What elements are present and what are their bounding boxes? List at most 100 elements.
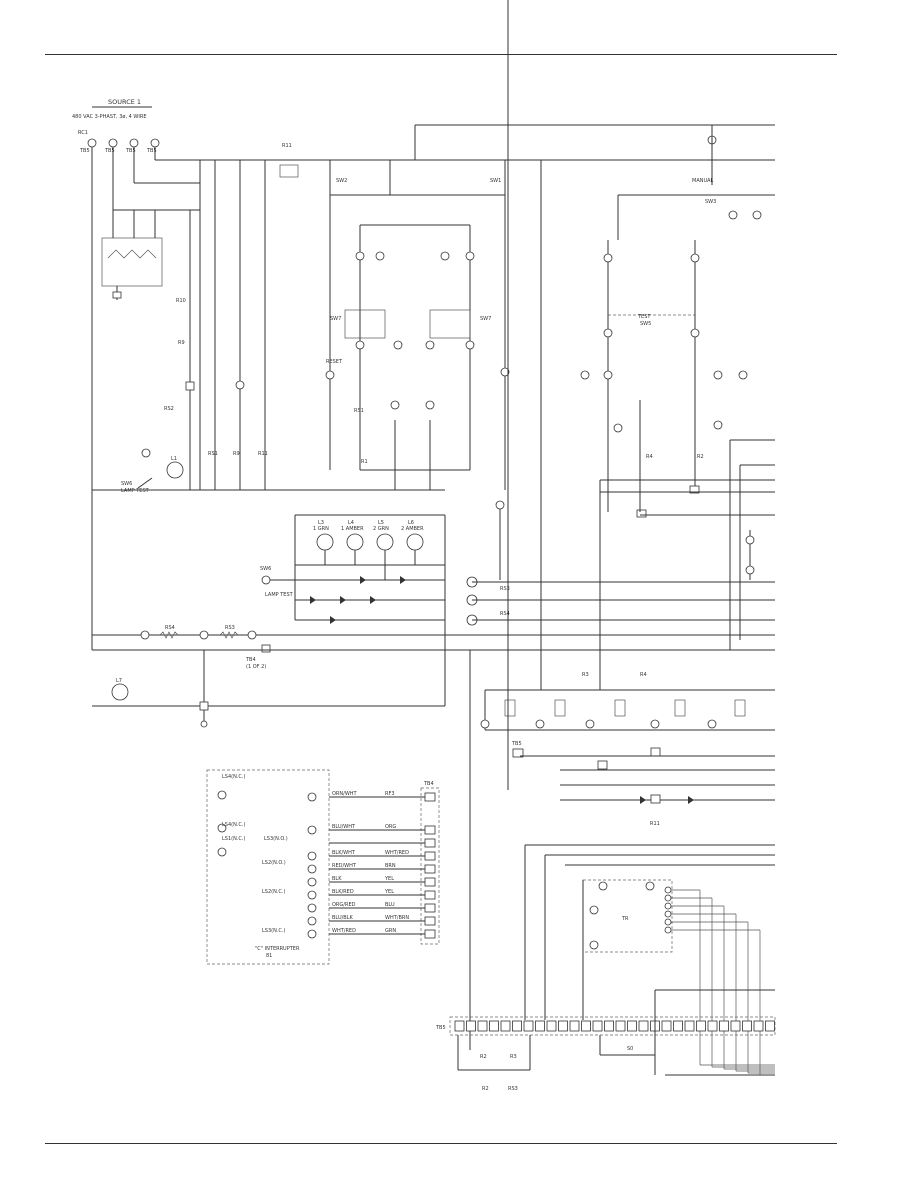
svg-text:RS1: RS1 <box>208 451 218 457</box>
bottom-terminal-strip: TB5 <box>435 1016 776 1036</box>
svg-text:RS3: RS3 <box>500 586 510 592</box>
svg-text:S0: S0 <box>627 1046 633 1052</box>
svg-text:SW7: SW7 <box>330 316 341 322</box>
right-feeders <box>599 439 775 690</box>
svg-text:R2: R2 <box>482 1086 489 1092</box>
source-title: SOURCE 1 <box>108 98 141 106</box>
hstrip-terminal <box>454 1020 465 1032</box>
pilot-lamps: L3 1 GRN L4 1 AMBER L5 2 GRN L6 2 AMBER <box>294 514 445 620</box>
svg-text:BLK: BLK <box>332 876 342 882</box>
svg-text:MANUAL: MANUAL <box>692 178 714 184</box>
control-transformer <box>101 210 163 300</box>
lamp-test-switch: SW6 LAMP TEST <box>121 477 153 494</box>
source-terminals: RC1 TB5 TB5 TB5 TB5 <box>78 130 160 154</box>
hstrip-terminal <box>569 1020 580 1032</box>
vstrip-terminal <box>424 838 436 848</box>
svg-text:RED/WHT: RED/WHT <box>332 863 357 869</box>
svg-text:TB5: TB5 <box>125 148 136 154</box>
svg-text:RS2: RS2 <box>164 406 174 412</box>
hstrip-terminal <box>719 1020 729 1032</box>
vertical-terminal-strip: TB4 <box>329 781 440 945</box>
svg-text:YEL: YEL <box>384 889 394 895</box>
tr-pin <box>664 926 672 934</box>
tr-pin <box>664 902 672 910</box>
source-bus <box>91 147 200 650</box>
svg-text:R9: R9 <box>233 451 240 457</box>
svg-text:RS4: RS4 <box>165 625 175 631</box>
svg-text:TB4: TB4 <box>423 781 434 787</box>
svg-text:RF3: RF3 <box>385 791 395 797</box>
svg-text:81: 81 <box>266 953 272 959</box>
vstrip-terminal <box>424 825 436 835</box>
svg-text:LAMP TEST: LAMP TEST <box>121 488 150 494</box>
svg-text:LS2(N.C.): LS2(N.C.) <box>262 889 286 895</box>
lamp-l4: L4 1 AMBER <box>341 520 364 551</box>
svg-text:R3: R3 <box>510 1054 517 1060</box>
relay-coil-bank: R3 R4 <box>480 672 775 731</box>
svg-text:ORN/WHT: ORN/WHT <box>332 791 358 797</box>
svg-text:L7: L7 <box>116 678 122 684</box>
svg-text:LS4(N.C.): LS4(N.C.) <box>222 822 246 828</box>
svg-text:LS3(N.O.): LS3(N.O.) <box>264 836 288 842</box>
svg-text:TEST: TEST <box>637 314 651 320</box>
svg-text:"C" INTERRUPTER: "C" INTERRUPTER <box>255 946 300 952</box>
wire-terminals: ORN/WHT BLU/WHT BLK/WHT RED/WHT BLK BLK/… <box>307 791 409 939</box>
lamp-l5: L5 2 GRN <box>373 520 394 551</box>
svg-text:TB5: TB5 <box>435 1025 446 1031</box>
header-rule <box>45 54 837 55</box>
right-section-top: MANUAL SW3 TEST SW5 <box>540 125 775 690</box>
hstrip-terminal <box>707 1020 718 1032</box>
svg-text:R11: R11 <box>650 821 660 827</box>
svg-text:TB5: TB5 <box>104 148 115 154</box>
hstrip-terminal <box>592 1020 603 1032</box>
svg-text:L6: L6 <box>408 520 414 526</box>
svg-text:GRN: GRN <box>385 928 396 934</box>
tr-pin <box>664 886 672 894</box>
svg-text:R11: R11 <box>258 451 268 457</box>
svg-text:BLK/WHT: BLK/WHT <box>332 850 356 856</box>
top-switches: SW2 SW1 <box>329 160 506 196</box>
hstrip-terminal <box>500 1020 511 1032</box>
hstrip-terminal <box>696 1020 706 1032</box>
hstrip-terminal <box>512 1020 522 1032</box>
svg-text:RESET: RESET <box>326 359 343 365</box>
svg-text:LS1(N.C.): LS1(N.C.) <box>222 836 246 842</box>
svg-text:WHT/BRN: WHT/BRN <box>385 915 409 921</box>
main-buses <box>190 124 775 490</box>
lamp-l3: L3 1 GRN <box>313 520 334 551</box>
vstrip-terminal <box>424 890 436 900</box>
source-subtitle: 480 VAC 3-PHAST, 3ø, 4 WIRE <box>72 114 146 120</box>
hstrip-terminal <box>673 1020 683 1032</box>
tr-pin <box>664 910 672 918</box>
interrupter-box: "C" INTERRUPTER 81 LS4(N.C.) LS4(N.C.) L… <box>206 769 330 965</box>
svg-text:BRN: BRN <box>385 863 396 869</box>
vstrip-terminal <box>424 851 436 861</box>
bottom-relay-contacts: R2 R3 R2 RS3 S0 <box>457 989 775 1092</box>
svg-text:YEL: YEL <box>384 876 394 882</box>
svg-text:R4: R4 <box>640 672 647 678</box>
diode-matrix: LAMP TEST SW6 <box>260 566 445 624</box>
svg-text:BLK/RED: BLK/RED <box>332 889 354 895</box>
vstrip-terminal <box>424 877 436 887</box>
vstrip-terminal <box>424 864 436 874</box>
svg-text:R10: R10 <box>176 298 186 304</box>
svg-text:2 AMBER: 2 AMBER <box>401 526 424 532</box>
svg-text:RS3: RS3 <box>225 625 235 631</box>
svg-text:BLU: BLU <box>385 902 395 908</box>
hstrip-terminal <box>730 1020 741 1032</box>
hstrip-terminal <box>477 1020 488 1032</box>
svg-text:SW1: SW1 <box>490 178 501 184</box>
hstrip-terminal <box>627 1020 637 1032</box>
lamp-relays: RS3 RS4 <box>466 500 775 626</box>
hstrip-terminal <box>661 1020 672 1032</box>
hstrip-terminal <box>615 1020 626 1032</box>
svg-text:R1: R1 <box>361 459 368 465</box>
svg-text:SW3: SW3 <box>705 199 716 205</box>
hstrip-terminal <box>489 1020 499 1032</box>
svg-text:BLU/BLK: BLU/BLK <box>332 915 354 921</box>
vstrip-terminal <box>424 903 436 913</box>
tr-pin <box>664 918 672 926</box>
lamp-l6: L6 2 AMBER <box>401 520 424 551</box>
svg-text:BLU/WHT: BLU/WHT <box>332 824 356 830</box>
svg-text:1 GRN: 1 GRN <box>313 526 329 532</box>
